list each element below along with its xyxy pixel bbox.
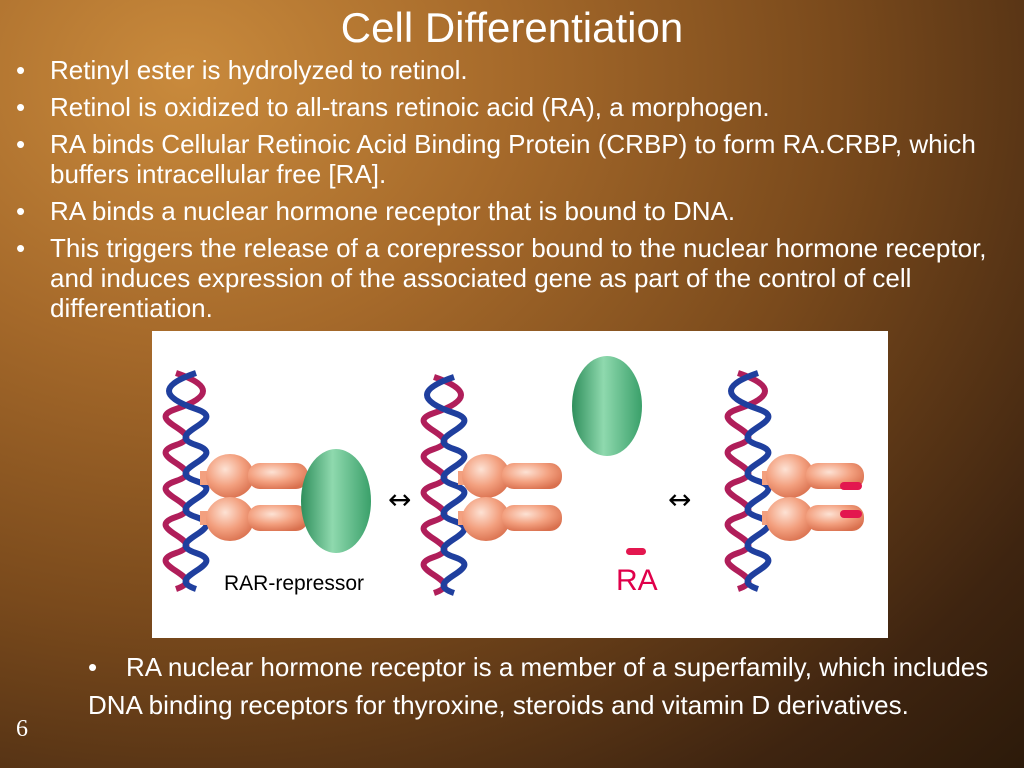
superfamily-note: •RA nuclear hormone receptor is a member… — [88, 648, 998, 724]
slide-title: Cell Differentiation — [340, 4, 684, 51]
bullet-item: RA binds Cellular Retinoic Acid Binding … — [14, 129, 1016, 189]
bullet-item: Retinyl ester is hydrolyzed to retinol. — [14, 55, 1016, 85]
repressor-released — [572, 356, 642, 456]
ra-label: RA — [616, 564, 658, 597]
bullet-item: Retinol is oxidized to all-trans retinoi… — [14, 92, 1016, 122]
receptor-dimer-2 — [458, 454, 562, 541]
bullet-item: This triggers the release of a corepress… — [14, 233, 1016, 323]
note-text: RA nuclear hormone receptor is a member … — [88, 652, 989, 720]
receptor-dimer-1 — [200, 454, 308, 541]
ra-ligand-free — [626, 548, 646, 555]
receptor-diagram-art — [162, 356, 864, 596]
ra-ligand-bound-1 — [840, 482, 862, 490]
repressor-bound — [301, 449, 371, 553]
ra-ligand-bound-2 — [840, 510, 862, 518]
dna-helix-3 — [724, 370, 772, 592]
equilibrium-arrow-2: ↔ — [668, 483, 692, 516]
dna-helix-1 — [162, 370, 210, 592]
receptor-dimer-3 — [762, 454, 864, 541]
bullet-list: Retinyl ester is hydrolyzed to retinol. … — [14, 55, 1016, 330]
equilibrium-arrow-1: ↔ — [388, 483, 412, 516]
rar-repressor-label: RAR-repressor — [224, 572, 365, 595]
receptor-diagram: ↔ ↔ RAR-repressor RA — [152, 331, 888, 638]
note-bullet: • — [88, 652, 98, 682]
page-number: 6 — [16, 716, 28, 742]
dna-helix-2 — [420, 374, 468, 596]
bullet-item: RA binds a nuclear hormone receptor that… — [14, 196, 1016, 226]
